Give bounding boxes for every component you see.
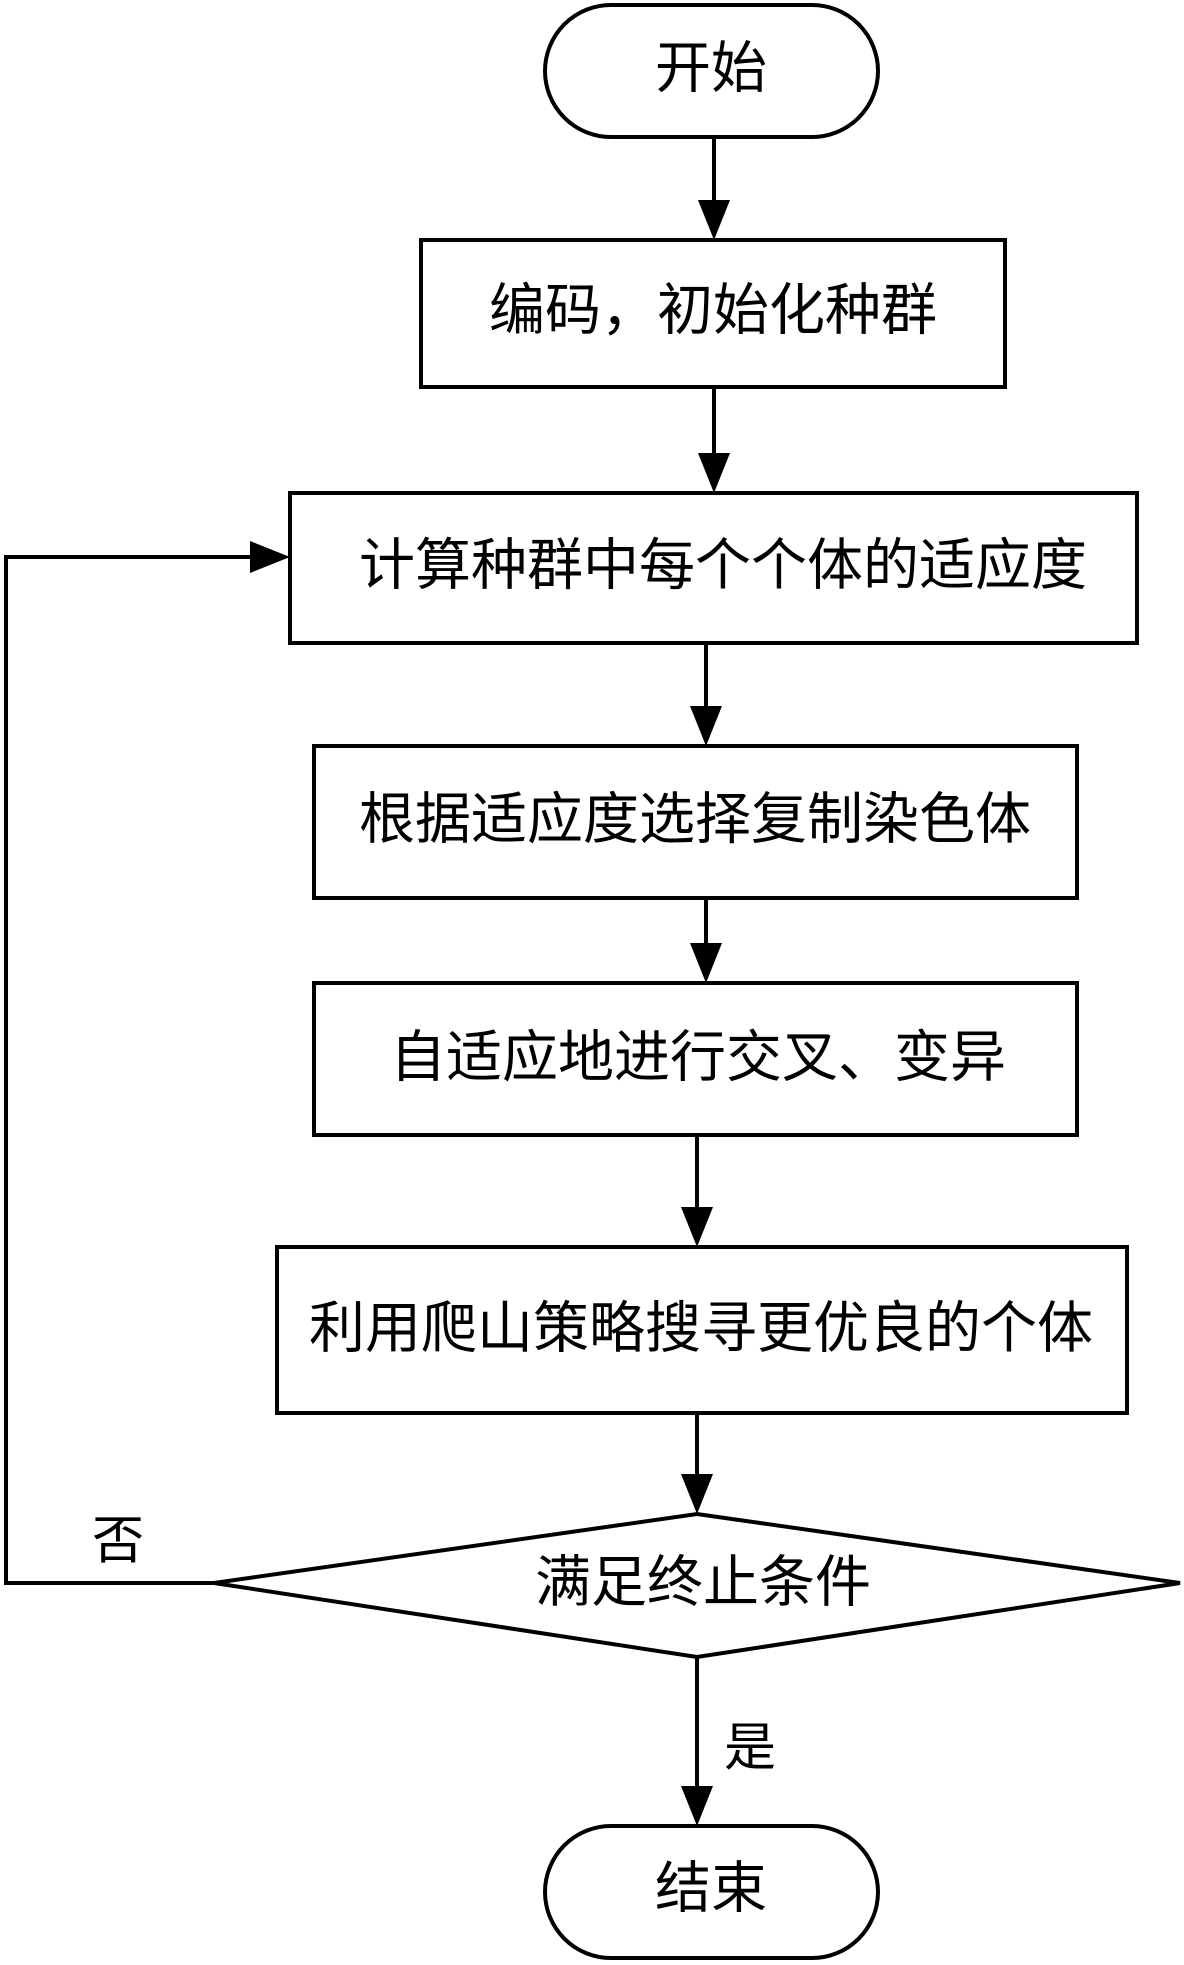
node-terminate-check: 满足终止条件 — [213, 1511, 1181, 1660]
decision-label: 满足终止条件 — [535, 1551, 871, 1616]
node-select: 根据适应度选择复制染色体 — [312, 744, 1079, 900]
hill-climb-label: 利用爬山策略搜寻更优良的个体 — [309, 1297, 1093, 1362]
select-box — [312, 744, 1079, 900]
node-hill-climb: 利用爬山策略搜寻更优良的个体 — [275, 1245, 1129, 1415]
node-encode-init: 编码，初始化种群 — [419, 238, 1007, 389]
arrowhead-select-to-crossover — [690, 943, 722, 983]
arrowhead-start-to-encode — [698, 200, 730, 240]
node-start: 开始 — [543, 3, 880, 139]
arrowhead-encode-to-fitness — [698, 453, 730, 493]
select-label: 根据适应度选择复制染色体 — [359, 788, 1031, 853]
fitness-label: 计算种群中每个个体的适应度 — [359, 534, 1087, 599]
end-label: 结束 — [655, 1857, 767, 1922]
node-fitness: 计算种群中每个个体的适应度 — [288, 491, 1139, 645]
node-end: 结束 — [543, 1824, 880, 1960]
edge-label-yes: 是 — [724, 1719, 776, 1779]
arrowhead-crossover-to-hillclimb — [681, 1207, 713, 1247]
arrowhead-hillclimb-to-decision — [681, 1474, 713, 1514]
connectors — [4, 137, 730, 1826]
arrowhead-fitness-to-select — [690, 706, 722, 746]
start-label: 开始 — [655, 37, 767, 102]
end-terminator-shape — [543, 1824, 880, 1960]
start-terminator-shape — [543, 3, 880, 139]
encode-init-label: 编码，初始化种群 — [489, 279, 937, 344]
crossover-label: 自适应地进行交叉、变异 — [390, 1026, 1006, 1091]
arrowhead-loop-back — [250, 541, 290, 573]
hill-climb-box — [275, 1245, 1129, 1415]
edge-label-no: 否 — [92, 1512, 144, 1572]
arrowhead-decision-to-end — [681, 1786, 713, 1826]
node-crossover: 自适应地进行交叉、变异 — [312, 981, 1079, 1137]
crossover-box — [312, 981, 1079, 1137]
edge-decision-loop-back — [4, 555, 262, 1585]
encode-init-box — [419, 238, 1007, 389]
decision-diamond — [213, 1511, 1181, 1660]
fitness-box — [288, 491, 1139, 645]
